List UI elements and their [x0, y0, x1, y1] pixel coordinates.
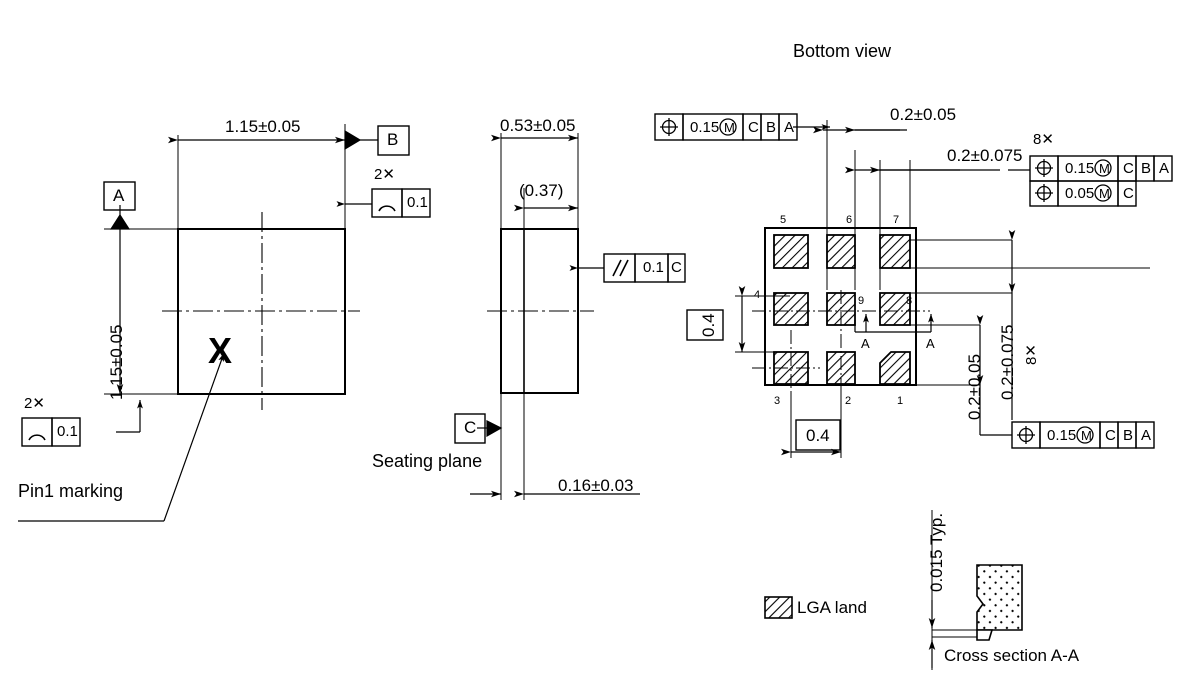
bv-dim-v2-multiplier: 8✕	[1023, 344, 1040, 365]
fcf-bv-right1-datum-2: B	[1141, 160, 1152, 177]
fcf-bv-right2-modifier: M	[1099, 186, 1110, 201]
cross-section-thickness-label: 0.015 Typ.	[927, 512, 946, 592]
fcf-box-parallel	[603, 253, 686, 283]
top-view-fcf-bottom-value: 0.1	[57, 423, 78, 440]
fcf-bv-right2-value: 0.05	[1065, 185, 1095, 202]
datum-letter-boxes	[103, 125, 486, 444]
fcf-bv-top-datum-2: B	[766, 119, 777, 136]
cross-section-caption: Cross section A-A	[944, 646, 1080, 665]
section-arrows	[854, 314, 934, 333]
section-mark-a-left: A	[861, 336, 870, 351]
pin-number-3: 3	[774, 395, 781, 407]
pin-number-2: 2	[845, 395, 852, 407]
page-title: Bottom view	[793, 41, 892, 61]
pin-number-9: 9	[858, 295, 865, 307]
fcf-box-top-right	[371, 188, 431, 218]
bottom-view-centerlines	[752, 290, 930, 400]
pin1-marking-label: Pin1 marking	[18, 481, 124, 501]
pin-number-5: 5	[780, 214, 787, 226]
fcf-bv-top-value: 0.15	[690, 119, 720, 136]
bv-pitch-vertical-label: 0.4	[699, 313, 718, 337]
side-view-parallel-value: 0.1	[643, 259, 664, 276]
datum-b-label: B	[387, 130, 399, 149]
section-mark-a-right: A	[926, 336, 935, 351]
fcf-box-bv-top	[654, 113, 798, 141]
top-view-multiplier-bottom: 2✕	[24, 395, 45, 412]
top-view-fcf-top-value: 0.1	[407, 194, 428, 211]
fcf-bv-top-datum-3: A	[784, 119, 795, 136]
datum-a-indicator	[109, 205, 131, 230]
top-view-width-label: 1.15±0.05	[225, 117, 301, 136]
fcf-box-bv-bottom	[1011, 421, 1155, 449]
bv-dim-h1-label: 0.2±0.05	[890, 105, 957, 124]
bv-dim-v2-label: 0.2±0.075	[998, 324, 1017, 400]
bv-dim-h2-label: 0.2±0.075	[947, 146, 1023, 165]
legend-swatch	[764, 596, 793, 619]
fcf-bv-bottom-datum-1: C	[1105, 427, 1116, 444]
fcf-bv-right2-datum-1: C	[1123, 185, 1134, 202]
datum-a-label: A	[113, 186, 125, 205]
side-view-standoff-label: 0.16±0.03	[558, 476, 634, 495]
fcf-bv-right-multiplier: 8✕	[1033, 131, 1054, 148]
pin-number-6: 6	[846, 214, 853, 226]
side-view-ref-label: (0.37)	[519, 181, 564, 200]
side-view-width-label: 0.53±0.05	[500, 116, 576, 135]
bv-dim-v1-label: 0.2±0.05	[965, 353, 984, 420]
fcf-bv-bottom-value: 0.15	[1047, 427, 1077, 444]
bv-pitch-horizontal-label: 0.4	[806, 426, 830, 445]
top-view-height-label: 1.15±0.05	[107, 324, 126, 400]
fcf-bv-right1-datum-3: A	[1159, 160, 1170, 177]
lga-pads	[773, 234, 911, 385]
fcf-bv-bottom-modifier: M	[1081, 428, 1092, 443]
pin-number-1: 1	[897, 395, 904, 407]
pin-number-8: 8	[906, 295, 913, 307]
pin1-mark-glyph: X	[208, 330, 233, 371]
cross-section-detail	[928, 510, 1023, 670]
fcf-box-bottom-left	[21, 417, 81, 447]
side-view-parallel-datum: C	[671, 259, 682, 276]
fcf-bv-right1-datum-1: C	[1123, 160, 1134, 177]
fcf-box-bv-right	[1029, 155, 1173, 207]
fcf-bv-right1-value: 0.15	[1065, 160, 1095, 177]
bottom-view-dim-v1	[976, 315, 1012, 436]
top-view-centerlines	[162, 212, 360, 410]
legend-label: LGA land	[797, 598, 867, 617]
fcf-bv-bottom-datum-3: A	[1141, 427, 1152, 444]
pin-number-4: 4	[754, 289, 761, 301]
fcf-bv-top-modifier: M	[724, 120, 735, 135]
basic-dim-boxes	[686, 309, 841, 451]
seating-plane-label: Seating plane	[372, 451, 483, 471]
pin-number-7: 7	[893, 214, 900, 226]
pin1-leader	[18, 352, 225, 522]
top-view-fcf-bottom-leader	[116, 400, 143, 433]
fcf-bv-right1-modifier: M	[1099, 161, 1110, 176]
top-view-multiplier-top: 2✕	[374, 166, 395, 183]
fcf-bv-top-datum-1: C	[748, 119, 759, 136]
datum-c-label: C	[464, 418, 477, 437]
datum-c-indicator	[477, 420, 503, 438]
fcf-bv-bottom-datum-2: B	[1123, 427, 1134, 444]
datum-b-indicator	[344, 129, 378, 151]
